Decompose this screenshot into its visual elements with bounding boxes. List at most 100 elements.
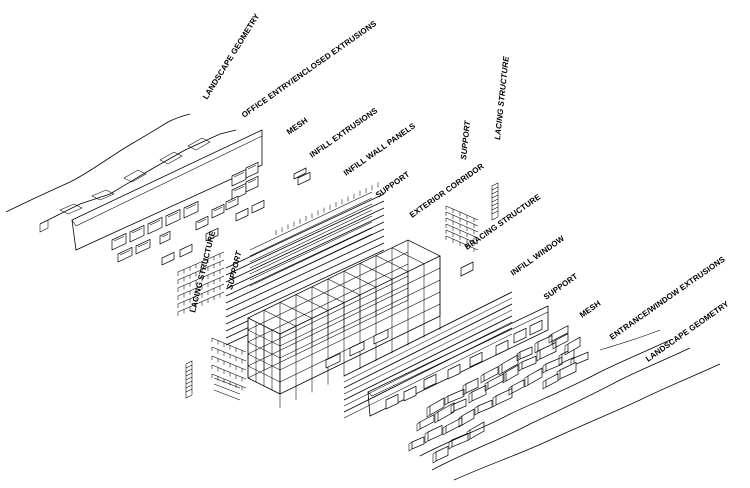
infill-extrusions	[161, 171, 311, 266]
label-lacing-structure-right: LACING STRUCTURE	[493, 55, 511, 140]
roof-grid	[263, 309, 297, 327]
label-support-mid: SUPPORT	[542, 272, 579, 302]
entrance-extrusion	[505, 364, 519, 382]
office-window	[183, 200, 199, 219]
entrance-extrusion	[453, 398, 467, 412]
landscape-geometry-top	[5, 113, 237, 233]
lacing-bottom-left	[185, 360, 193, 399]
office-window-mullion	[247, 165, 257, 170]
entrance-extrusion	[545, 373, 559, 388]
entrance-extrusion	[435, 445, 449, 462]
exterior-corridor-piece	[460, 261, 474, 277]
office-window	[231, 168, 247, 187]
entrance-extrusion	[451, 432, 469, 448]
infill-window-line	[343, 315, 513, 401]
bracing-bar	[445, 217, 479, 233]
wall-panel-line	[225, 193, 385, 269]
lacing-bar	[177, 251, 225, 273]
wall-panel-line	[225, 235, 385, 311]
entrance-extrusion-side	[502, 371, 507, 384]
support-bar-small	[213, 389, 241, 401]
wall-panel-line	[249, 197, 373, 257]
entrance-extrusion-side	[424, 431, 429, 444]
wall-panel-line	[225, 221, 385, 297]
label-landscape-geometry-top: LANDSCAPE GEOMETRY	[201, 12, 262, 101]
wall-panel-line	[249, 221, 373, 281]
entrance-extrusion	[555, 333, 569, 348]
entrance-window-extrusions	[408, 325, 589, 464]
entrance-extrusion-side	[474, 405, 479, 416]
wall-panel-line	[249, 209, 373, 269]
building-window-extrusion	[325, 352, 341, 369]
entrance-extrusion-side	[542, 363, 547, 374]
entrance-extrusion	[511, 379, 525, 394]
infill-window-line	[343, 333, 513, 419]
infill-extrusion	[251, 199, 265, 214]
office-window	[245, 161, 259, 179]
lower-support-wall	[367, 305, 549, 417]
support-bar-small	[213, 383, 241, 395]
lower-window	[403, 385, 417, 402]
support-bar	[211, 337, 247, 353]
bracing-bar	[445, 229, 479, 245]
wall-panel-line	[249, 215, 373, 275]
entrance-extrusion	[437, 402, 455, 422]
roof-grid	[343, 270, 377, 288]
entrance-extrusion	[419, 414, 435, 430]
label-lacing-structure-left: LACING STRUCTURE	[188, 229, 217, 313]
entrance-extrusion-side	[498, 363, 503, 376]
entrance-extrusion-side	[524, 375, 529, 388]
entrance-extrusion-side	[444, 395, 449, 406]
label-mesh-top: MESH	[285, 116, 310, 137]
office-window	[231, 182, 247, 201]
wall-panel-line	[225, 242, 385, 318]
lower-window	[529, 319, 543, 336]
entrance-extrusion	[501, 354, 519, 374]
label-office-entry: OFFICE ENTRY/ENCLOSED EXTRUSIONS	[240, 19, 379, 120]
entrance-extrusion	[469, 421, 485, 440]
entrance-extrusion-side	[468, 391, 473, 404]
entrance-extrusion	[483, 366, 499, 382]
office-window-mullion	[233, 186, 245, 192]
infill-extrusion	[161, 251, 175, 266]
infill-window-line	[343, 303, 513, 389]
label-entrance-window: ENTRANCE/WINDOW EXTRUSIONS	[608, 254, 727, 341]
lacing-bar	[177, 267, 225, 289]
support-bar	[211, 373, 247, 389]
entrance-extrusion-side	[416, 421, 421, 432]
label-exterior-corridor: EXTERIOR CORRIDOR	[408, 162, 486, 220]
office-window-mullion	[149, 220, 161, 226]
label-support-top: SUPPORT	[374, 170, 411, 200]
wall-panel-line	[225, 249, 385, 325]
bracing-bar	[445, 205, 479, 221]
entrance-extrusion	[545, 356, 563, 372]
support-bar	[211, 355, 247, 371]
entrance-extrusion	[495, 387, 513, 406]
entrance-extrusion-side	[518, 361, 523, 372]
entrance-extrusion	[461, 408, 475, 426]
label-bracing-structure: BRACING STRUCTURE	[463, 192, 543, 252]
entrance-extrusion-side	[462, 383, 467, 396]
infill-extrusion	[297, 171, 311, 186]
entrance-extrusion-side	[480, 373, 485, 384]
office-window-mullion	[119, 250, 131, 256]
entrance-extrusion-side	[458, 415, 463, 428]
entrance-extrusion-side	[442, 425, 447, 436]
lower-window	[469, 351, 483, 368]
lacing-structure-left	[177, 251, 225, 316]
roof-grid	[391, 247, 425, 265]
lacing-structure-right	[491, 182, 499, 221]
office-window-mullion	[213, 207, 223, 212]
wall-panel-line	[225, 214, 385, 290]
support-bar-small	[213, 377, 241, 389]
infill-window-line	[343, 327, 513, 413]
roof-grid	[327, 278, 361, 296]
entrance-extrusion	[519, 346, 533, 360]
entrance-extrusion	[429, 397, 445, 416]
wall-panel-line	[225, 200, 385, 276]
infill-window-line	[343, 297, 513, 383]
entrance-extrusion	[477, 399, 493, 414]
entrance-extrusion-side	[432, 451, 437, 464]
entrance-extrusion-side	[434, 411, 439, 424]
lower-window	[495, 339, 509, 356]
